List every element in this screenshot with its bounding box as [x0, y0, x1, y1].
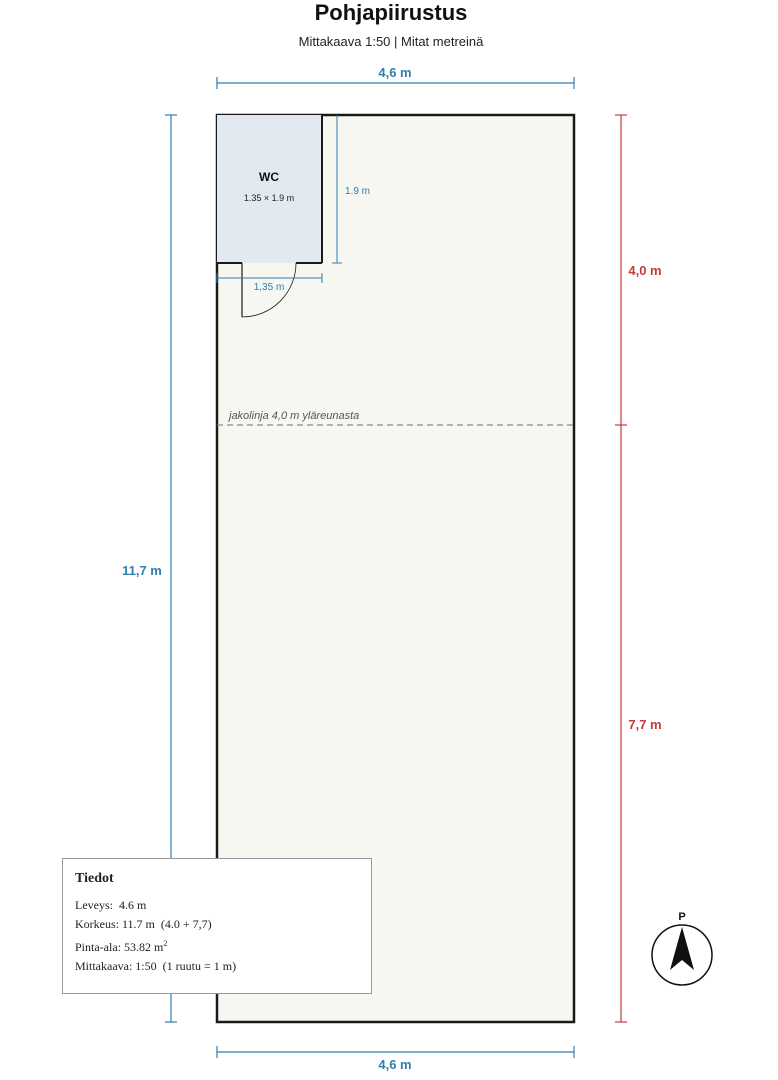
wc-size-label: 1.35 × 1.9 m: [244, 193, 294, 203]
page-title: Pohjapiirustus: [315, 0, 468, 25]
info-area: Pinta-ala: 53.82 m2: [75, 934, 359, 957]
top-width-dimension: [216, 77, 575, 89]
info-area-exponent: 2: [163, 939, 168, 948]
info-area-text: Pinta-ala: 53.82 m: [75, 940, 164, 954]
left-height-label: 11,7 m: [122, 563, 162, 578]
info-title: Tiedot: [75, 871, 114, 886]
right-upper-label: 4,0 m: [628, 263, 661, 278]
right-lower-label: 7,7 m: [628, 717, 661, 732]
north-compass: P: [651, 911, 713, 986]
wc-width-dimension: [216, 273, 323, 283]
page-subtitle: Mittakaava 1:50 | Mitat metreinä: [299, 34, 485, 49]
division-line-label: jakolinja 4,0 m yläreunasta: [227, 410, 359, 422]
info-height: Korkeus: 11.7 m (4.0 + 7,7): [75, 917, 212, 931]
info-width: Leveys: 4.6 m: [75, 898, 147, 912]
wc-door: [241, 262, 297, 318]
wc-label: WC: [259, 170, 279, 184]
bottom-width-dimension: [216, 1046, 575, 1058]
wc-width-label: 1,35 m: [254, 282, 285, 293]
wc-walls: [217, 115, 323, 264]
wc-room: [217, 115, 322, 263]
wc-height-label: 1.9 m: [345, 186, 370, 197]
info-panel: Tiedot Leveys: 4.6 m Korkeus: 11.7 m (4.…: [62, 858, 372, 994]
info-scale: Mittakaava: 1:50 (1 ruutu = 1 m): [75, 959, 237, 973]
wc-height-dimension: [332, 115, 342, 264]
top-width-label: 4,6 m: [378, 65, 411, 80]
compass-north-label: P: [678, 911, 685, 923]
right-height-dimension: [615, 114, 627, 1023]
bottom-width-label: 4,6 m: [378, 1057, 411, 1072]
north-arrow-icon: [670, 927, 694, 970]
